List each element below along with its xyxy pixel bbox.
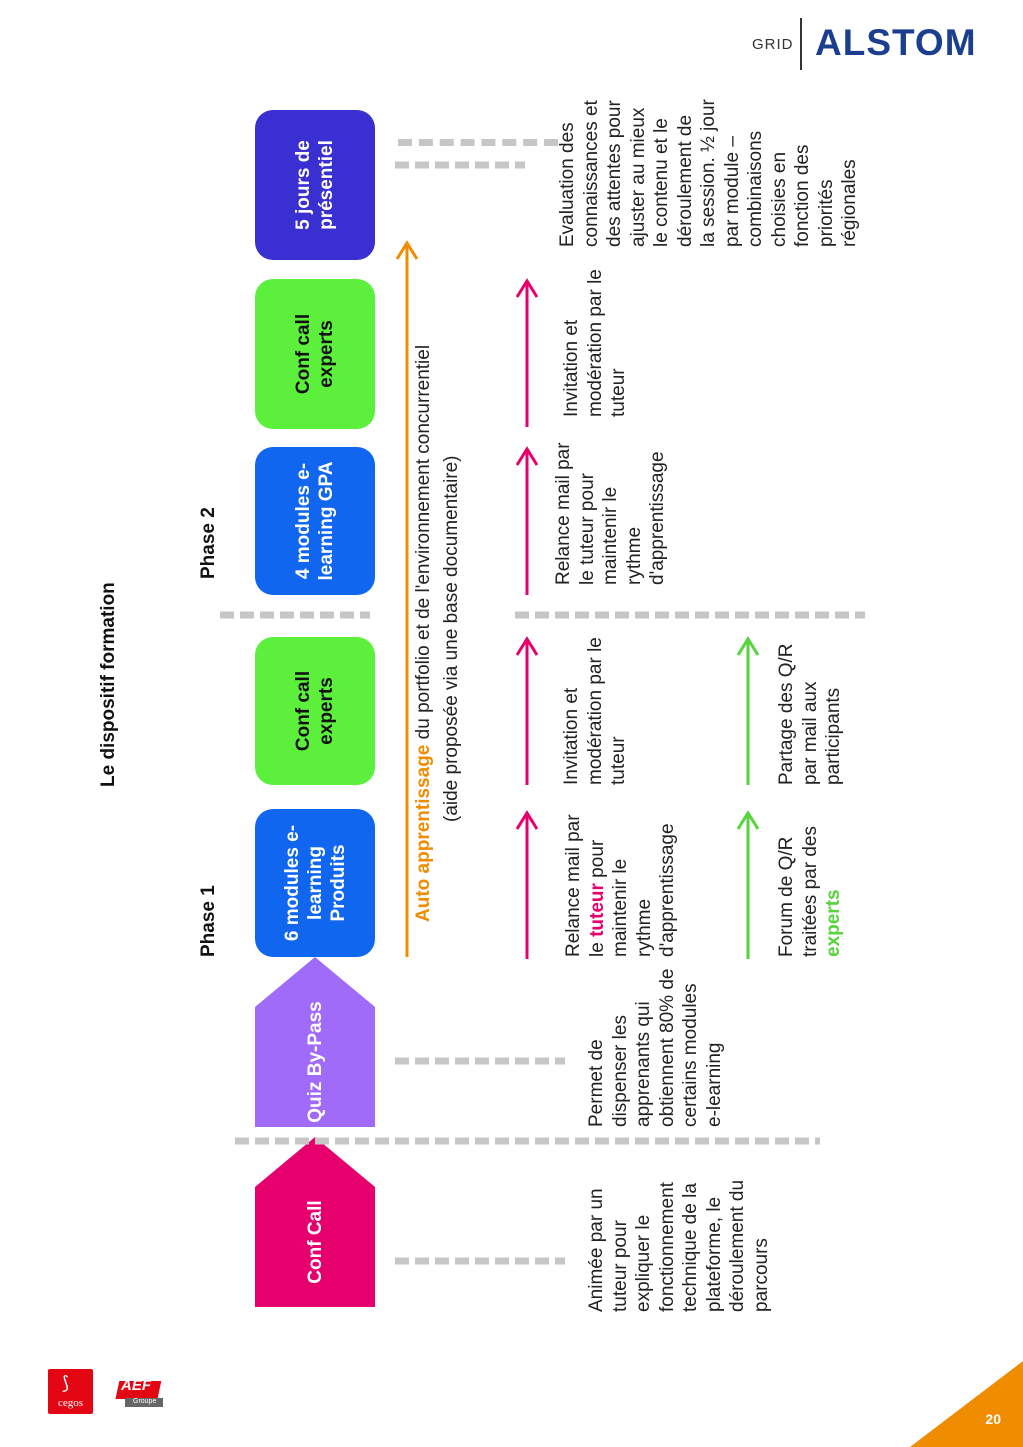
dash-presentiel xyxy=(395,161,525,169)
invitation-1-description: Invitation et modération par le tuteur xyxy=(561,637,629,785)
orange-arrow xyxy=(395,240,419,957)
quiz-pentagon xyxy=(255,957,375,1127)
phase-2-label: Phase 2 xyxy=(198,507,219,579)
auto-line-2: (aide proposée via une base documentaire… xyxy=(441,455,462,822)
modules-gpa-box: 4 modules e-learning GPA xyxy=(255,447,375,595)
aef-sub-text: Groupe xyxy=(133,1398,157,1405)
dash-quiz xyxy=(395,1057,565,1065)
presentiel-box: 5 jours de présentiel xyxy=(255,110,375,260)
relance-1-highlight: tuteur xyxy=(586,883,608,937)
conf-call-experts-box-1: Conf call experts xyxy=(255,637,375,785)
green-arrow-1 xyxy=(736,810,760,959)
pink-arrow-1 xyxy=(515,810,539,959)
aef-logo xyxy=(115,1381,163,1407)
quiz-label: Quiz By-Pass xyxy=(304,1001,326,1123)
relance-1-description: Relance mail par le tuteur pour mainteni… xyxy=(562,797,680,957)
evaluation-description: Evaluation des connaissances et des atte… xyxy=(557,99,860,247)
separator-phase0 xyxy=(235,1137,820,1145)
conf-call-description: Animée par un tuteur pour expliquer le f… xyxy=(586,1179,772,1312)
conf-call-experts-box-2: Conf call experts xyxy=(255,279,375,429)
conf-call-label: Conf Call xyxy=(304,1200,326,1284)
invitation-2-description: Invitation et modération par le tuteur xyxy=(561,269,629,417)
page-number: 20 xyxy=(985,1411,1001,1427)
auto-highlight: Auto apprentissage xyxy=(413,744,434,922)
cegos-text: cegos xyxy=(57,1397,84,1409)
conf-call-pentagon xyxy=(255,1137,375,1307)
quiz-description: Permet de dispenser les apprenants qui o… xyxy=(586,968,725,1127)
cegos-mark-icon: ⟆ xyxy=(62,1373,70,1393)
page-title: Le dispositif formation xyxy=(98,582,119,787)
auto-apprentissage-text: Auto apprentissage du portfolio et de l'… xyxy=(412,282,436,922)
alstom-logo: ALSTOM xyxy=(815,22,977,63)
forum-highlight: experts xyxy=(823,889,844,957)
relance-2-description: Relance mail par le tuteur pour mainteni… xyxy=(553,442,668,585)
forum-a: Forum de Q/R traitées par des xyxy=(776,826,821,957)
logo-separator xyxy=(800,18,802,70)
pink-arrow-2 xyxy=(515,636,539,785)
pink-arrow-4 xyxy=(515,278,539,427)
green-arrow-2 xyxy=(736,636,760,785)
partage-description: Partage des Q/R par mail aux participant… xyxy=(776,643,844,785)
grid-label: GRID xyxy=(752,36,794,53)
pink-arrow-3 xyxy=(515,446,539,595)
auto-rest: du portfolio et de l'environnement concu… xyxy=(413,344,434,745)
modules-produits-box: 6 modules e-learning Produits xyxy=(255,809,375,957)
phase-1-label: Phase 1 xyxy=(198,885,219,957)
separator-1 xyxy=(398,139,558,146)
dash-conf-call xyxy=(395,1257,565,1265)
page-corner-triangle xyxy=(910,1361,1023,1447)
forum-description: Forum de Q/R traitées par des experts xyxy=(775,797,846,957)
aef-text: AEF xyxy=(121,1377,151,1394)
cegos-logo xyxy=(48,1369,93,1414)
separator-phase-mid xyxy=(220,611,865,619)
